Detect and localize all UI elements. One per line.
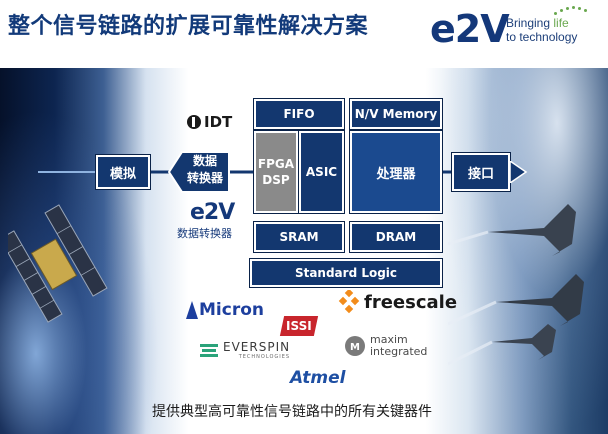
- processor-block: 处理器: [350, 131, 442, 213]
- brand-mark: e2V: [430, 7, 510, 51]
- issi-logo: ISSI: [279, 316, 319, 336]
- brand-dots-icon: [554, 6, 592, 16]
- svg-text:M: M: [350, 342, 360, 353]
- brand-tagline-life: life: [553, 16, 569, 30]
- e2v-converter-caption: 数据转换器: [177, 227, 232, 240]
- micron-text: Micron: [199, 300, 264, 320]
- signal-chain-scene: [0, 68, 608, 434]
- idt-text: IDT: [204, 113, 233, 131]
- analog-label: 模拟: [109, 166, 136, 182]
- e2v-brand-logo: e2V Bringing life to technology: [430, 6, 602, 50]
- dsp-label: DSP: [262, 173, 290, 187]
- fifo-label: FIFO: [283, 107, 315, 121]
- processor-label: 处理器: [376, 166, 416, 182]
- page-title: 整个信号链路的扩展可靠性解决方案: [8, 14, 369, 39]
- fighter-jets-icon: [448, 204, 584, 366]
- space-glow: [0, 68, 180, 434]
- converter-label-line1: 数据: [192, 154, 217, 168]
- sram-label: SRAM: [279, 230, 319, 244]
- interface-arrow-icon: [510, 161, 528, 183]
- freescale-logo: freescale: [338, 290, 457, 314]
- micron-mark-icon: [186, 301, 198, 319]
- maxim-logo: M maxim integrated: [344, 334, 427, 358]
- brand-tagline-part1: Bringing: [506, 16, 554, 30]
- idt-mark-icon: [187, 115, 201, 129]
- fpga-label: FPGA: [257, 157, 295, 171]
- nv-memory-block: N/V Memory: [350, 99, 442, 129]
- maxim-text-line2: integrated: [370, 345, 428, 358]
- fifo-block: FIFO: [254, 99, 344, 129]
- interface-label: 接口: [467, 166, 494, 182]
- freescale-text: freescale: [364, 291, 458, 313]
- summary-caption: 提供典型高可靠性信号链路中的所有关键器件: [152, 404, 432, 420]
- standard-logic-label: Standard Logic: [294, 266, 398, 280]
- issi-text: ISSI: [286, 319, 312, 333]
- e2v-small-logo: e2V: [190, 200, 235, 225]
- everspin-text: EVERSPIN: [223, 340, 291, 354]
- brand-tagline: Bringing life to technology: [506, 16, 577, 44]
- maxim-text-line1: maxim: [370, 333, 408, 346]
- nv-memory-label: N/V Memory: [354, 107, 438, 121]
- micron-logo: Micron: [186, 300, 264, 320]
- converter-label-line2: 转换器: [186, 171, 223, 185]
- idt-logo: IDT: [186, 113, 232, 131]
- everspin-logo: EVERSPIN TECHNOLOGIES: [200, 340, 290, 360]
- maxim-mark-icon: M: [345, 336, 365, 356]
- sram-block: SRAM: [254, 222, 344, 252]
- asic-label: ASIC: [305, 165, 338, 179]
- fpga-dsp-block: FPGA DSP: [254, 131, 298, 213]
- converter-arrow-shape: [168, 151, 230, 193]
- brand-tagline-part2: to technology: [506, 30, 578, 44]
- everspin-mark-icon: [200, 344, 218, 357]
- atmel-logo: Atmel: [290, 368, 346, 388]
- sky-glow: [438, 68, 608, 434]
- standard-logic-block: Standard Logic: [250, 259, 442, 287]
- dram-label: DRAM: [375, 230, 417, 244]
- freescale-mark-icon: [338, 290, 360, 314]
- asic-block: ASIC: [299, 131, 344, 213]
- analog-block: 模拟: [96, 155, 150, 189]
- satellite-icon: [8, 204, 108, 323]
- dram-block: DRAM: [350, 222, 442, 252]
- interface-block: 接口: [452, 153, 510, 191]
- everspin-subtext: TECHNOLOGIES: [238, 354, 291, 360]
- converter-block: 数据 转换器: [180, 153, 230, 191]
